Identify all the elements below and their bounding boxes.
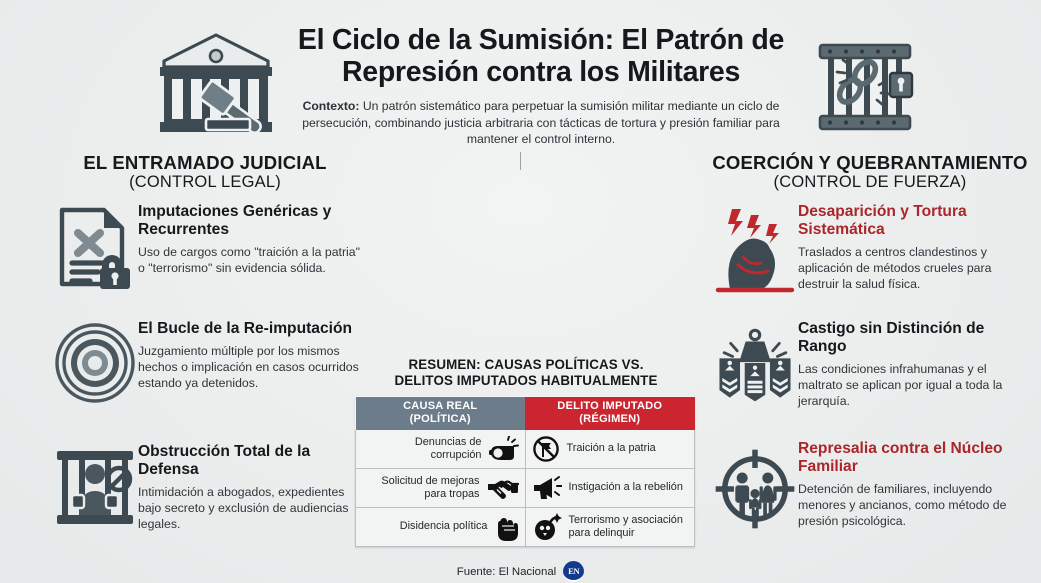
left-heading-line2: (CONTROL LEGAL) <box>129 173 281 192</box>
source-label: Fuente: El Nacional <box>456 565 557 578</box>
context-label: Contexto: <box>302 99 360 113</box>
left-heading-line1: EL ENTRAMADO JUDICIAL <box>83 152 327 173</box>
table-row: Disidencia política <box>355 507 695 547</box>
cell-causa-text: Denuncias de corrupción <box>414 435 482 461</box>
table-body: Denuncias de corrupción <box>355 429 695 547</box>
header-delito-line2: (RÉGIMEN) <box>579 413 641 425</box>
feature-body: Detención de familiares, incluyendo meno… <box>798 481 1007 529</box>
cell-delito: Terrorismo y asociación para delinquir <box>524 507 695 547</box>
feature-title: Desaparición y Tortura Sistemática <box>798 203 967 238</box>
feature-title: Obstrucción Total de la Defensa <box>138 443 311 478</box>
context-text: Un patrón sistemático para perpetuar la … <box>302 99 780 147</box>
summary-table: CAUSA REAL (POLÍTICA) DELITO IMPUTADO (R… <box>355 396 695 547</box>
table-title-line2: DELITOS IMPUTADOS HABITUALMENTE <box>394 372 658 388</box>
left-column-heading: EL ENTRAMADO JUDICIAL (CONTROL LEGAL) <box>40 152 370 192</box>
right-heading-line1: COERCIÓN Y QUEBRANTAMIENTO <box>712 152 1028 173</box>
cell-causa-text: Disidencia política <box>399 520 488 533</box>
feature-text: Imputaciones Genéricas y Recurrentes Uso… <box>138 203 362 276</box>
cell-delito: Instigación a la rebelión <box>524 468 695 508</box>
context-paragraph: Contexto: Un patrón sistemático para per… <box>300 98 782 148</box>
cell-causa-text: Solicitud de mejoras para tropas <box>381 474 480 500</box>
family-crosshair-target-icon <box>712 440 798 536</box>
header-divider <box>520 152 521 170</box>
feature-body: Las condiciones infrahumanas y el maltra… <box>798 361 1003 409</box>
handshake-icon <box>487 476 519 500</box>
table-header-delito: DELITO IMPUTADO (RÉGIMEN) <box>525 396 695 430</box>
courthouse-gavel-icon <box>158 27 278 139</box>
megaphone-icon <box>532 475 562 501</box>
header-delito-line1: DELITO IMPUTADO <box>557 400 663 413</box>
jail-broken-chain-icon <box>806 27 924 139</box>
prisoner-behind-bars-icon <box>52 443 138 529</box>
feature-imputaciones-genericas: Imputaciones Genéricas y Recurrentes Uso… <box>52 203 362 289</box>
table-row: Denuncias de corrupción <box>355 429 695 469</box>
raised-fist-icon <box>495 512 519 542</box>
right-column-heading: COERCIÓN Y QUEBRANTAMIENTO (CONTROL DE F… <box>700 152 1040 192</box>
table-head: CAUSA REAL (POLÍTICA) DELITO IMPUTADO (R… <box>355 396 695 430</box>
cell-delito: Traición a la patria <box>524 429 695 469</box>
cell-delito-text: Terrorismo y asociación para delinquir <box>568 513 683 539</box>
cell-delito-text: Instigación a la rebelión <box>568 481 683 494</box>
crouching-person-pain-icon <box>712 203 798 293</box>
table-header-causa: CAUSA REAL (POLÍTICA) <box>355 396 525 430</box>
feature-body: Intimidación a abogados, expedientes baj… <box>138 484 349 532</box>
no-flag-prohibited-icon <box>532 435 560 463</box>
header-causa-line1: CAUSA REAL <box>403 400 478 413</box>
page-title: El Ciclo de la Sumisión: El Patrón de Re… <box>297 24 785 88</box>
cell-causa: Solicitud de mejoras para tropas <box>355 468 526 508</box>
concentric-loop-icon <box>52 320 138 404</box>
feature-body: Juzgamiento múltiple por los mismos hech… <box>138 343 359 391</box>
feature-title: Represalia contra el Núcleo Familiar <box>798 440 1003 475</box>
feature-title: Imputaciones Genéricas y Recurrentes <box>138 203 332 238</box>
feature-title: El Bucle de la Re-imputación <box>138 320 353 337</box>
cell-causa: Disidencia política <box>355 507 526 547</box>
feature-text: Desaparición y Tortura Sistemática Trasl… <box>798 203 1030 292</box>
feature-text: Castigo sin Distinción de Rango Las cond… <box>798 320 1030 409</box>
table-title: RESUMEN: CAUSAS POLÍTICAS VS. DELITOS IM… <box>352 357 700 389</box>
bomb-skull-icon <box>532 513 562 541</box>
cell-delito-text: Traición a la patria <box>566 442 656 455</box>
feature-text: Obstrucción Total de la Defensa Intimida… <box>138 443 362 532</box>
feature-desaparicion-tortura: Desaparición y Tortura Sistemática Trasl… <box>712 203 1030 293</box>
cell-causa: Denuncias de corrupción <box>355 429 526 469</box>
feature-text: Represalia contra el Núcleo Familiar Det… <box>798 440 1030 529</box>
table-header-row: CAUSA REAL (POLÍTICA) DELITO IMPUTADO (R… <box>355 396 695 430</box>
table-row: Solicitud de mejoras para tropas <box>355 468 695 508</box>
table-title-line1: RESUMEN: CAUSAS POLÍTICAS VS. <box>408 357 644 372</box>
feature-text: El Bucle de la Re-imputación Juzgamiento… <box>138 320 362 391</box>
footer: Fuente: El Nacional EN <box>0 561 1041 582</box>
feature-castigo-sin-distincion: Castigo sin Distinción de Rango Las cond… <box>712 320 1030 409</box>
header-zone: El Ciclo de la Sumisión: El Patrón de Re… <box>0 0 1041 150</box>
feature-body: Uso de cargos como "traición a la patria… <box>138 244 360 275</box>
whistle-icon <box>488 436 519 462</box>
document-x-lock-icon <box>52 203 138 289</box>
header-causa-line2: (POLÍTICA) <box>409 413 471 425</box>
feature-body: Traslados a centros clandestinos y aplic… <box>798 244 992 292</box>
el-nacional-logo: EN <box>563 561 585 582</box>
feature-bucle-reimputacion: El Bucle de la Re-imputación Juzgamiento… <box>52 320 362 404</box>
right-heading-line2: (CONTROL DE FUERZA) <box>773 173 967 192</box>
military-rank-insignia-weight-icon <box>712 320 798 404</box>
feature-obstruccion-defensa: Obstrucción Total de la Defensa Intimida… <box>52 443 362 532</box>
feature-title: Castigo sin Distinción de Rango <box>798 320 985 355</box>
feature-represalia-familiar: Represalia contra el Núcleo Familiar Det… <box>712 440 1030 536</box>
